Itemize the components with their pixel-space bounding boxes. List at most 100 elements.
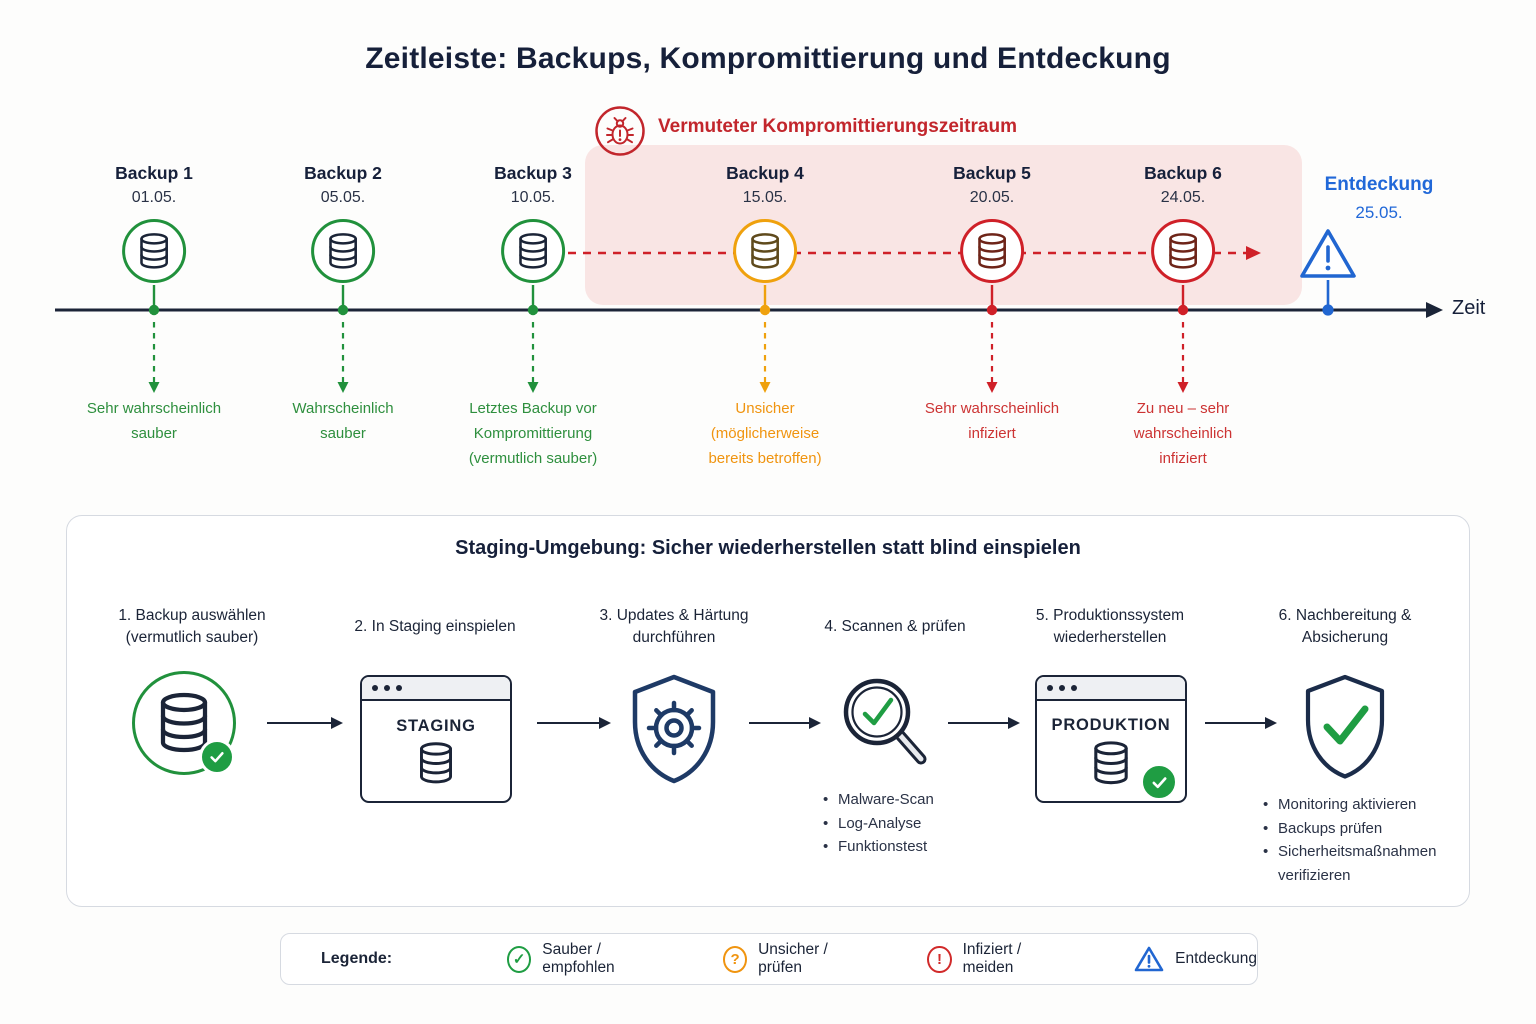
legend-title: Legende: [321,950,393,967]
backup-note-3: Letztes Backup vor Kompromittierung (ver… [468,400,598,467]
uncertain-backup-connector [759,285,771,393]
gear-icon [646,700,702,756]
infected-backup-connectors [986,285,1189,393]
legend-item-discovery: Entdeckung [1134,945,1257,973]
followup-checklist: Monitoring aktivieren Backups prüfen Sic… [1262,793,1452,887]
backup-marker-4: Backup 4 15.05. [726,163,804,283]
check-badge-icon [199,739,235,775]
backup-date: 15.05. [742,189,788,206]
compromise-period-label: Vermuteter Kompromittierungszeitraum [658,116,1017,137]
backup-note-5: Sehr wahrscheinlich infiziert [924,400,1060,442]
backup-name: Backup 6 [1144,163,1222,183]
list-item: Sicherheitsmaßnahmen verifizieren [1262,840,1452,887]
step-label-3: 3. Updates & Härtung durchführen [599,607,749,646]
flow-arrow [1205,716,1277,729]
list-item: Monitoring aktivieren [1262,793,1452,817]
backup-marker-6: Backup 6 24.05. [1144,163,1222,283]
database-icon [136,232,172,271]
check-badge-icon [1140,763,1178,801]
database-icon [325,232,361,271]
backup-date: 24.05. [1160,189,1206,206]
backup-date: 01.05. [131,189,177,206]
backup-circle [1151,219,1215,283]
backup-note-2: Wahrscheinlich sauber [292,400,394,442]
backup-date: 20.05. [969,189,1015,206]
window-control-dot [1071,685,1077,691]
production-window-title: PRODUKTION [1051,715,1171,734]
list-item: Backups prüfen [1262,817,1452,841]
selected-backup-icon [132,671,236,775]
backup-circle [311,219,375,283]
check-icon [207,747,227,767]
check-icon [1149,772,1170,793]
clean-check-icon: ✓ [507,945,532,973]
time-axis [55,302,1443,318]
list-item: Log-Analyse [822,812,992,836]
step-label-2: 2. In Staging einspielen [354,618,516,635]
time-axis-label: Zeit [1452,297,1486,319]
hardening-shield-gear-icon [632,674,716,784]
compromise-dashed-line [568,246,1261,260]
scan-magnifier-icon [843,678,927,765]
database-icon [974,232,1010,271]
legend-item-label: Infiziert / meiden [962,941,1022,976]
list-item: Funktionstest [822,835,992,859]
backup-date: 05.05. [320,189,366,206]
warning-triangle-icon [1300,229,1356,278]
flow-arrow [749,716,821,729]
database-icon [747,232,783,271]
legend-item-label: Entdeckung [1175,950,1257,967]
backup-name: Backup 2 [304,163,382,183]
staging-title: Staging-Umgebung: Sicher wiederherstelle… [455,537,1081,559]
infected-exclamation-icon: ! [927,945,952,973]
backup-circle [960,219,1024,283]
window-control-dot [1047,685,1053,691]
backup-name: Backup 3 [494,163,572,183]
backup-note-4: Unsicher (möglicherweise bereits betroff… [708,400,822,467]
timeline-graphics [55,246,1443,393]
discovery-date: 25.05. [1355,203,1403,222]
check-icon [1323,705,1369,745]
step-label-4: 4. Scannen & prüfen [824,618,966,635]
backup-marker-3: Backup 3 10.05. [494,163,572,283]
page-title: Zeitleiste: Backups, Kompromittierung un… [365,42,1171,75]
bug-icon [595,106,645,156]
legend-item-uncertain: ? Unsicher / prüfen [722,941,862,977]
backup-marker-2: Backup 2 05.05. [304,163,382,283]
database-icon [415,741,457,786]
flow-arrow [267,716,343,729]
legend: Legende: ✓ Sauber / empfohlen ? Unsicher… [280,933,1258,985]
backup-name: Backup 1 [115,163,193,183]
staging-window-title: STAGING [396,716,476,735]
secured-shield-icon [1305,674,1385,779]
window-control-dot [396,685,402,691]
legend-item-infected: ! Infiziert / meiden [927,941,1062,977]
check-icon [862,697,894,726]
backup-date: 10.05. [510,189,556,206]
database-icon [1165,232,1201,271]
database-icon [1089,740,1133,787]
window-control-dot [1059,685,1065,691]
backup-circle [501,219,565,283]
step-label-5: 5. Produktionssystem wiederherstellen [1035,607,1185,646]
window-control-dot [372,685,378,691]
staging-panel [66,515,1470,907]
list-item: Malware-Scan [822,788,992,812]
backup-note-1: Sehr wahrscheinlich sauber [86,400,222,442]
step-label-6: 6. Nachbereitung & Absicherung [1278,607,1412,646]
database-icon [515,232,551,271]
window-titlebar [1037,677,1185,701]
discovery-connector [1322,280,1334,316]
flow-arrow [948,716,1020,729]
backup-circle [733,219,797,283]
legend-item-label: Unsicher / prüfen [758,941,828,976]
clean-backup-connectors [148,285,539,393]
scan-checklist: Malware-Scan Log-Analyse Funktionstest [822,788,992,859]
backup-marker-5: Backup 5 20.05. [953,163,1031,283]
window-control-dot [384,685,390,691]
backup-note-6: Zu neu – sehr wahrscheinlich infiziert [1133,400,1233,467]
discovery-triangle-icon [1134,946,1164,972]
backup-name: Backup 5 [953,163,1031,183]
backup-circle [122,219,186,283]
